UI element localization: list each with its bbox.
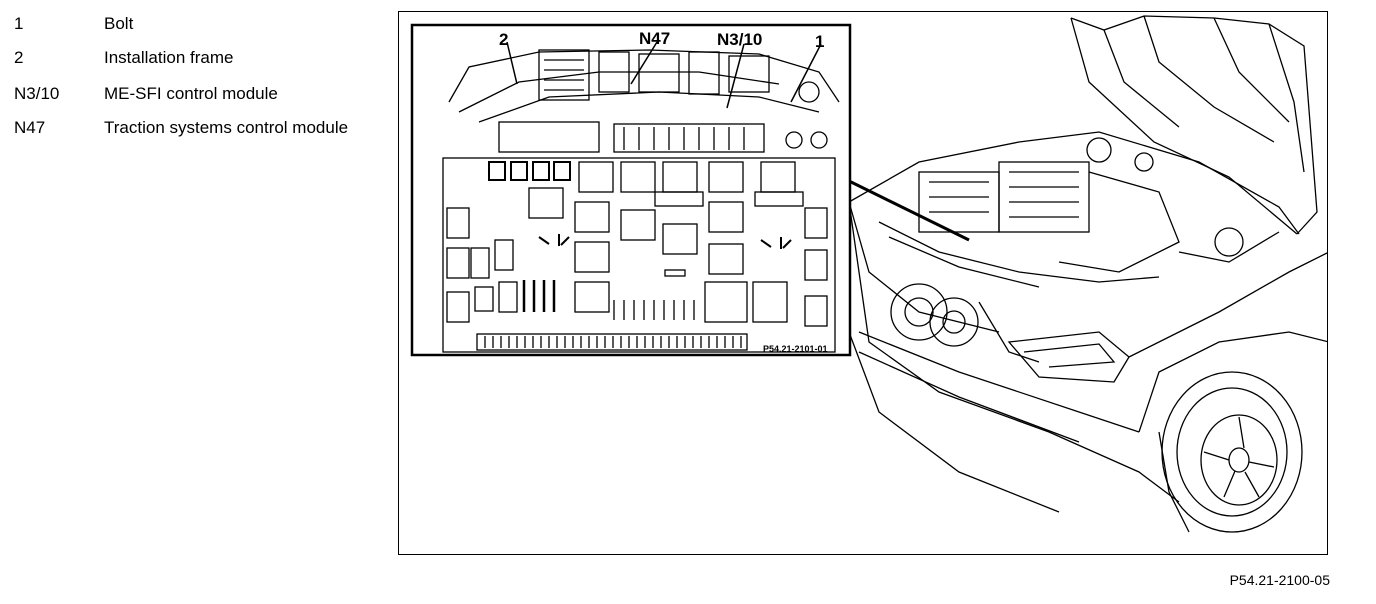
figure-code: P54.21-2100-05 — [1229, 572, 1330, 588]
callout-n47: N47 — [639, 29, 670, 48]
callout-1: 1 — [815, 32, 824, 51]
legend-label: Traction systems control module — [104, 118, 349, 137]
legend-label: Installation frame — [104, 48, 234, 67]
legend-code: N47 — [14, 118, 46, 137]
legend-label: ME-SFI control module — [104, 84, 278, 103]
inset-code: P54.21-2101-01 — [763, 344, 828, 354]
diagram-drawing: 2 N47 N3/10 1 P54.21-2101-01 — [410, 15, 1327, 533]
legend-code: 1 — [14, 14, 24, 33]
callout-2: 2 — [499, 30, 508, 49]
vehicle-illustration — [846, 15, 1327, 533]
callout-n3-10: N3/10 — [717, 30, 762, 49]
legend-code: 2 — [14, 48, 24, 67]
inset-detail — [410, 23, 852, 357]
legend-code: N3/10 — [14, 84, 60, 103]
diagram-figure: 2 N47 N3/10 1 P54.21-2101-01 — [398, 11, 1328, 555]
legend-label: Bolt — [104, 14, 134, 33]
